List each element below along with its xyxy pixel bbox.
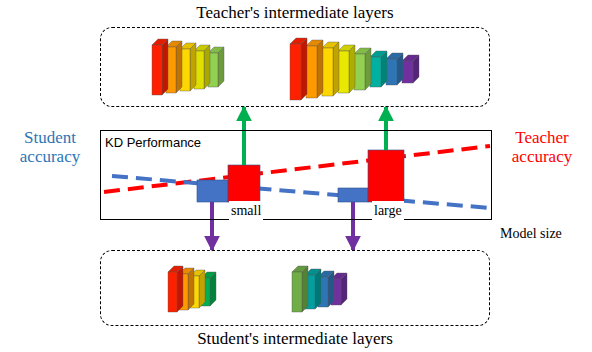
- layer-front: [354, 54, 365, 90]
- layer-front: [152, 45, 162, 95]
- layer-front: [386, 59, 397, 85]
- student-accuracy-line: [112, 176, 490, 208]
- student-bar: [197, 180, 228, 202]
- teacher-bar: [228, 165, 260, 202]
- arrow-stem: [384, 130, 388, 150]
- layer-side: [397, 53, 403, 85]
- student-bar: [338, 188, 368, 202]
- layer-side: [162, 39, 168, 95]
- axis-title: Model size: [500, 224, 562, 243]
- layer-side: [333, 42, 339, 96]
- layer-side: [188, 268, 194, 310]
- layer-front: [290, 44, 301, 100]
- layer-side: [413, 55, 419, 83]
- layer-side: [328, 271, 334, 307]
- layer-side: [301, 38, 307, 100]
- kd-performance-box: KD Performance: [100, 130, 492, 220]
- layer-stack: [152, 39, 224, 95]
- layer-side: [176, 41, 182, 93]
- arrow-connector: [242, 107, 246, 130]
- layer-stack: [168, 266, 216, 312]
- teacher-accuracy-line: [104, 146, 490, 192]
- axis-label: Teacher accuracy: [496, 128, 588, 166]
- layer-stack: [292, 266, 347, 312]
- axis-label: Student accuracy: [4, 128, 96, 166]
- layer-side: [177, 266, 183, 312]
- arrow-connector: [351, 220, 355, 250]
- layer-side: [341, 273, 347, 305]
- layer-front: [168, 272, 177, 312]
- node-heading: KD Performance: [105, 133, 201, 153]
- layer-side: [315, 269, 321, 309]
- arrow-connector: [210, 220, 214, 250]
- layer-front: [402, 61, 413, 83]
- layer-side: [365, 48, 371, 90]
- student-layers-box: Student's intermediate layers: [100, 250, 490, 326]
- layer-front: [370, 57, 381, 87]
- node-heading: Student's intermediate layers: [101, 329, 489, 349]
- layer-front: [322, 48, 333, 96]
- layer-side: [199, 270, 205, 308]
- layer-side: [349, 45, 355, 93]
- arrow-stem: [351, 202, 355, 220]
- layer-front: [338, 51, 349, 93]
- layer-side: [381, 51, 387, 87]
- arrow-stem: [210, 202, 214, 220]
- layer-side: [210, 272, 216, 306]
- layer-side: [317, 40, 323, 98]
- teacher-bar: [368, 150, 404, 202]
- node-heading: Teacher's intermediate layers: [101, 3, 489, 23]
- teacher-layers-box: Teacher's intermediate layers: [100, 27, 490, 107]
- arrow-connector: [384, 107, 388, 130]
- layer-front: [306, 46, 317, 98]
- arrow-stem: [242, 130, 246, 165]
- tick-label: large: [372, 201, 404, 220]
- layer-front: [292, 272, 302, 312]
- layer-side: [204, 45, 210, 89]
- layer-side: [302, 266, 308, 312]
- tick-label: small: [229, 201, 263, 220]
- layer-side: [218, 47, 224, 87]
- layer-side: [190, 43, 196, 91]
- layer-stack: [290, 38, 419, 100]
